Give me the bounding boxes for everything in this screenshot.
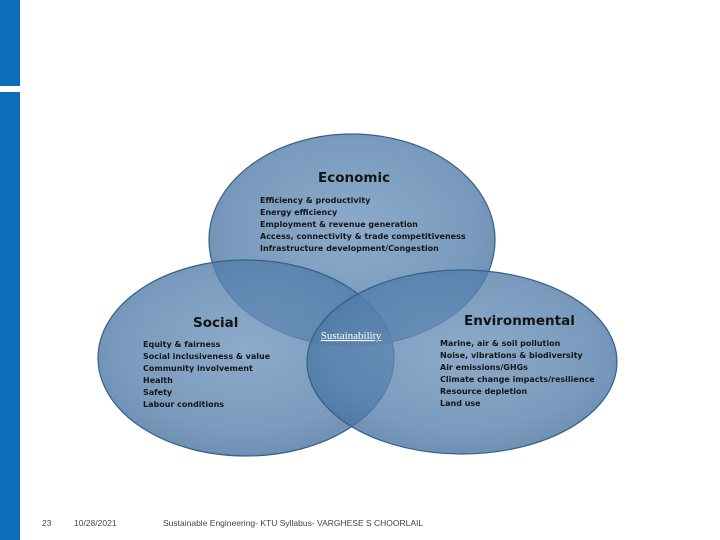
social-title: Social: [193, 315, 238, 331]
environmental-item: Noise, vibrations & biodiversity: [440, 351, 583, 360]
footer-date: 10/28/2021: [74, 518, 117, 528]
economic-items: Efficiency & productivity Energy efficie…: [260, 196, 466, 253]
social-item: Social inclusiveness & value: [143, 352, 271, 361]
social-item: Community involvement: [143, 364, 253, 373]
environmental-item: Climate change impacts/resilience: [440, 375, 595, 384]
environmental-item: Land use: [440, 399, 481, 408]
accent-bar-top: [0, 0, 20, 86]
environmental-items: Marine, air & soil pollution Noise, vibr…: [440, 339, 595, 408]
sustainability-label: Sustainability: [321, 330, 382, 342]
environmental-item: Air emissions/GHGs: [440, 363, 528, 372]
economic-item: Employment & revenue generation: [260, 220, 418, 229]
environmental-title: Environmental: [464, 313, 575, 329]
social-item: Equity & fairness: [143, 340, 221, 349]
economic-item: Infrastructure development/Congestion: [260, 244, 439, 253]
economic-item: Energy efficiency: [260, 208, 338, 217]
social-item: Safety: [143, 388, 173, 397]
economic-item: Access, connectivity & trade competitive…: [260, 232, 466, 241]
environmental-circle: [306, 269, 618, 455]
social-items: Equity & fairness Social inclusiveness &…: [143, 340, 271, 409]
economic-title: Economic: [318, 170, 390, 186]
social-item: Labour conditions: [143, 400, 224, 409]
social-item: Health: [143, 376, 173, 385]
accent-bar-bottom: [0, 92, 20, 540]
page-number: 23: [42, 518, 52, 528]
economic-item: Efficiency & productivity: [260, 196, 371, 205]
footer-text: Sustainable Engineering- KTU Syllabus- V…: [163, 518, 424, 528]
environmental-item: Marine, air & soil pollution: [440, 339, 561, 348]
environmental-item: Resource depletion: [440, 387, 528, 396]
